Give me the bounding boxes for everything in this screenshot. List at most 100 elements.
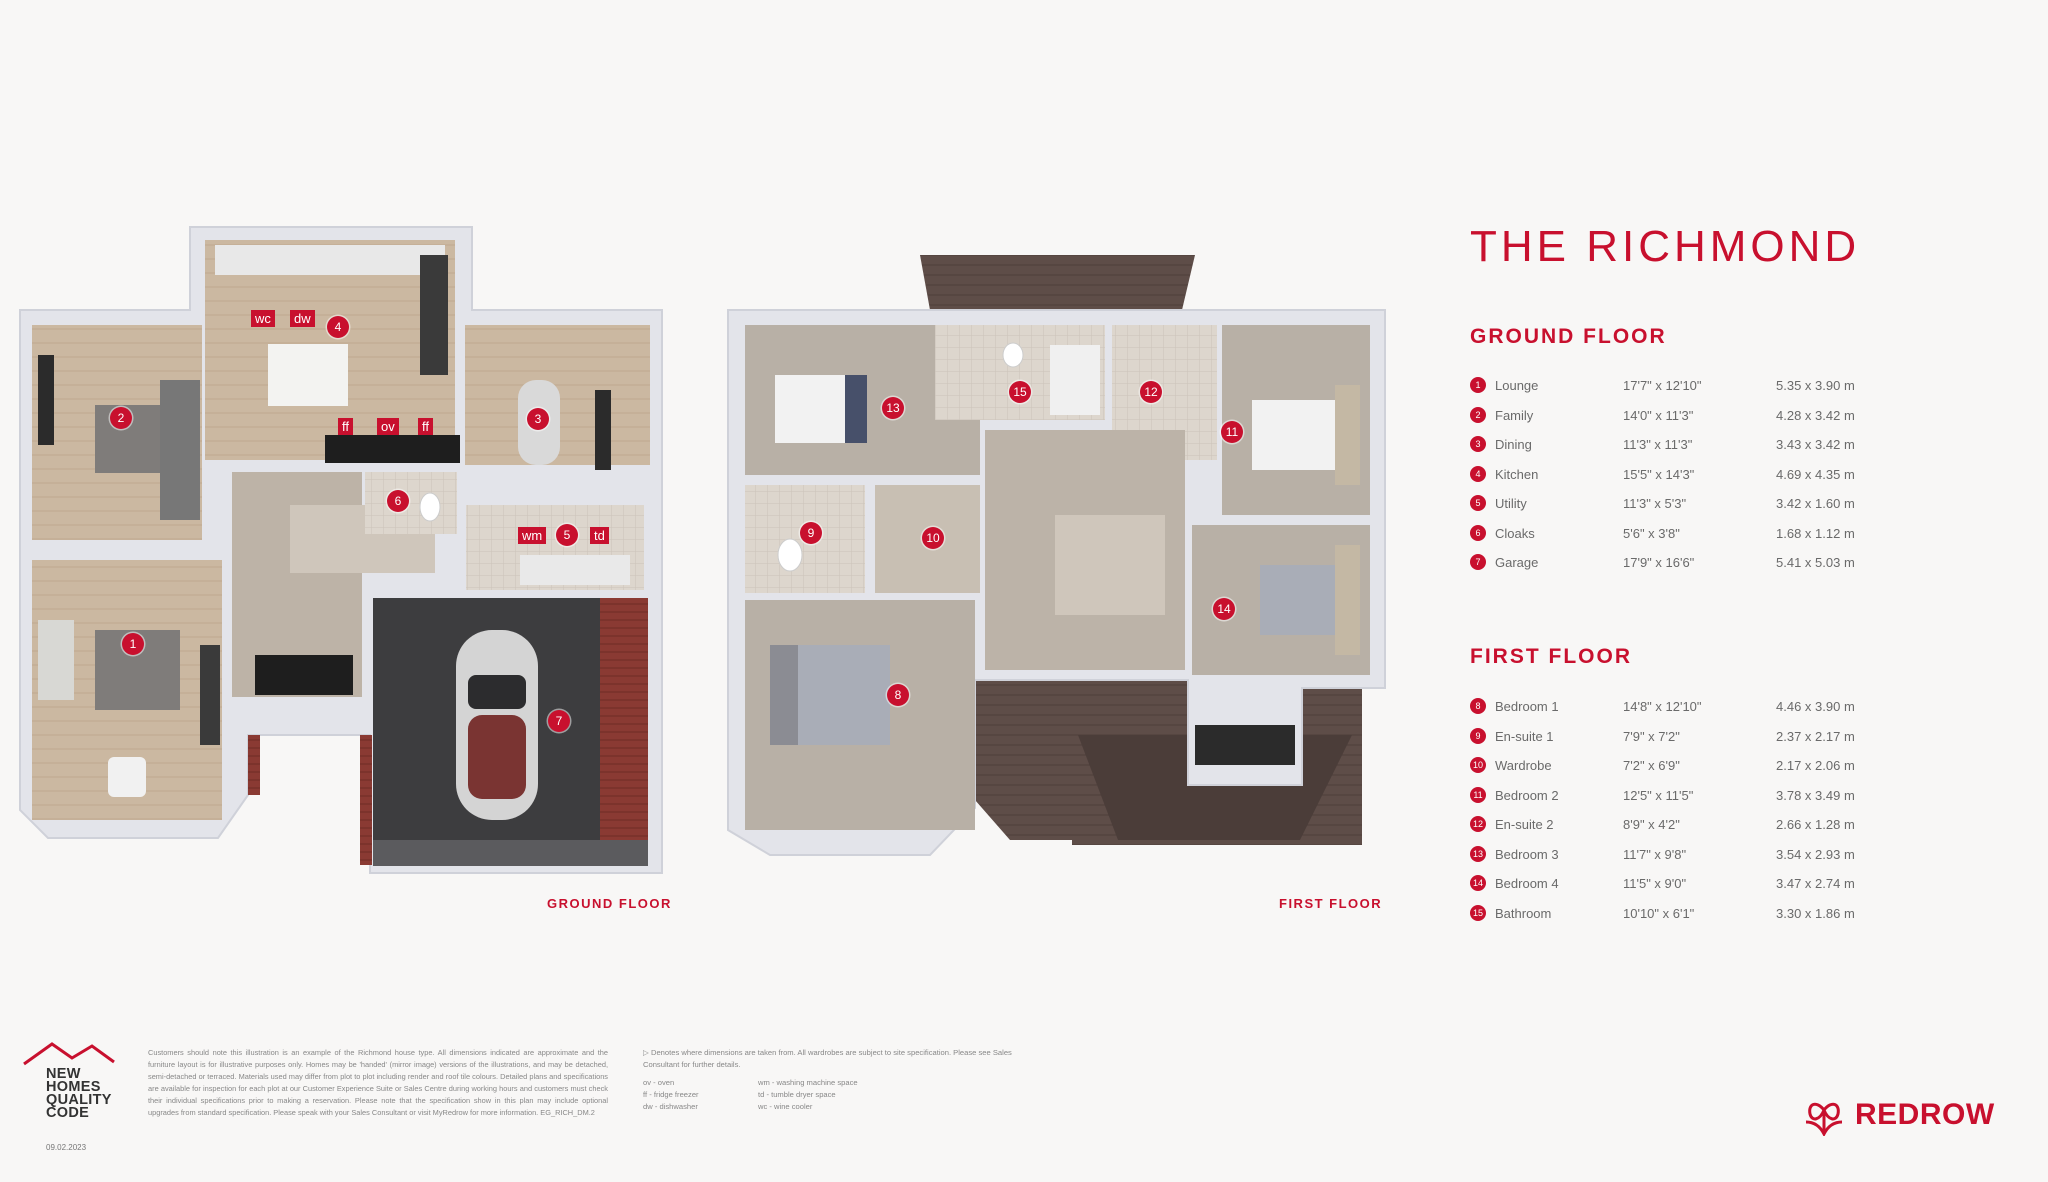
plan-marker-bathroom: 15 [1009, 381, 1031, 403]
room-metric: 3.42 x 1.60 m [1776, 496, 1855, 511]
room-metric: 5.35 x 3.90 m [1776, 378, 1855, 393]
room-name: Cloaks [1495, 525, 1535, 541]
tag-oven: ov [377, 418, 399, 435]
room-name: En-suite 2 [1495, 817, 1554, 832]
nhqc-quality: QUALITY [46, 1092, 112, 1108]
key-wine-cooler: wc - wine cooler [758, 1102, 813, 1111]
room-metric: 2.66 x 1.28 m [1776, 817, 1855, 832]
room-imperial: 11'5" x 9'0" [1623, 876, 1687, 891]
disclaimer-text: Customers should note this illustration … [148, 1048, 608, 1117]
plan-marker-kitchen: 4 [327, 316, 349, 338]
plan-marker-ensuite-2: 12 [1140, 381, 1162, 403]
ground-floor-caption: GROUND FLOOR [547, 896, 672, 911]
room-imperial: 17'7" x 12'10" [1623, 378, 1702, 393]
tag-wine-cooler: wc [251, 310, 275, 327]
ground-floor-plan [19, 226, 663, 874]
nhqc-new: NEW [46, 1066, 81, 1082]
key-tumble-dryer: td - tumble dryer space [758, 1090, 836, 1099]
room-number-badge: 2 [1470, 406, 1486, 423]
room-name: Bedroom 2 [1495, 787, 1559, 803]
room-row: 2 Family 14'0" x 11'3" 4.28 x 3.42 m [1470, 406, 1890, 436]
room-imperial: 14'0" x 11'3" [1623, 407, 1694, 423]
room-name: Garage [1495, 555, 1539, 570]
room-metric: 1.68 x 1.12 m [1776, 525, 1855, 541]
dimension-arrow-icon: ▷ [643, 1048, 649, 1057]
room-metric: 3.78 x 3.49 m [1776, 787, 1855, 803]
tag-washing-machine: wm [518, 527, 547, 544]
issue-date: 09.02.2023 [46, 1143, 87, 1152]
dimension-key-note: ▷ Denotes where dimensions are taken fro… [643, 1047, 1023, 1071]
tag-dishwasher: dw [290, 310, 315, 327]
room-metric: 4.28 x 3.42 m [1776, 407, 1855, 423]
room-row: 11 Bedroom 2 12'5" x 11'5" 3.78 x 3.49 m [1470, 786, 1890, 816]
tag-fridge-freezer-1: ff [338, 418, 353, 435]
plan-marker-family: 2 [110, 407, 132, 429]
room-imperial: 15'5" x 14'3" [1623, 466, 1695, 482]
first-floor-heading: FIRST FLOOR [1470, 645, 1632, 668]
first-floor-plan [727, 255, 1386, 856]
room-metric: 3.43 x 3.42 m [1776, 437, 1855, 452]
key-washing-machine: wm - washing machine space [758, 1078, 858, 1087]
plan-marker-utility: 5 [556, 524, 578, 546]
room-imperial: 7'9" x 7'2" [1623, 728, 1680, 744]
plan-marker-garage: 7 [548, 710, 570, 732]
room-name: Family [1495, 407, 1534, 423]
room-number-badge: 6 [1470, 524, 1486, 541]
room-imperial: 17'9" x 16'6" [1623, 555, 1695, 570]
room-metric: 4.69 x 4.35 m [1776, 466, 1855, 482]
room-row: 10 Wardrobe 7'2" x 6'9" 2.17 x 2.06 m [1470, 756, 1890, 786]
room-name: Dining [1495, 437, 1532, 452]
room-number-badge: 13 [1470, 845, 1486, 862]
room-name: Bedroom 1 [1495, 699, 1559, 714]
room-imperial: 7'2" x 6'9" [1623, 758, 1680, 773]
ground-floor-heading: GROUND FLOOR [1470, 325, 1667, 348]
plan-marker-ensuite-1: 9 [800, 522, 822, 544]
plan-marker-bedroom-4: 14 [1213, 598, 1235, 620]
room-metric: 3.54 x 2.93 m [1776, 846, 1855, 862]
nhqc-code: CODE [46, 1105, 90, 1121]
room-imperial: 11'3" x 5'3" [1623, 496, 1687, 511]
room-metric: 5.41 x 5.03 m [1776, 555, 1855, 570]
plan-marker-lounge: 1 [122, 633, 144, 655]
room-name: Bedroom 3 [1495, 846, 1559, 862]
room-number-badge: 8 [1470, 698, 1486, 714]
nhqc-logo: NEW HOMES QUALITY CODE [22, 1040, 122, 1120]
room-number-badge: 10 [1470, 757, 1486, 773]
room-imperial: 8'9" x 4'2" [1623, 817, 1680, 832]
redrow-wordmark: REDROW [1855, 1098, 1995, 1131]
key-oven: ov - oven [643, 1078, 675, 1087]
key-dishwasher: dw - dishwasher [643, 1102, 698, 1111]
room-metric: 3.47 x 2.74 m [1776, 876, 1855, 891]
plan-marker-cloaks: 6 [387, 490, 409, 512]
room-name: Wardrobe [1495, 758, 1552, 773]
plan-marker-bedroom-1: 8 [887, 684, 909, 706]
tag-fridge-freezer-2: ff [418, 418, 433, 435]
dimension-note-text: Denotes where dimensions are taken from.… [643, 1048, 1012, 1069]
room-number-badge: 3 [1470, 436, 1486, 452]
room-imperial: 5'6" x 3'8" [1623, 525, 1680, 541]
room-metric: 2.17 x 2.06 m [1776, 758, 1855, 773]
room-name: Bedroom 4 [1495, 876, 1559, 891]
room-row: 14 Bedroom 4 11'5" x 9'0" 3.47 x 2.74 m [1470, 874, 1890, 904]
plan-marker-bedroom-2: 11 [1221, 421, 1243, 443]
roof-logo-icon [23, 1042, 115, 1066]
room-name: Bathroom [1495, 905, 1552, 921]
room-imperial: 12'5" x 11'5" [1623, 787, 1694, 803]
room-number-badge: 11 [1470, 786, 1486, 803]
room-number-badge: 9 [1470, 727, 1486, 744]
room-number-badge: 14 [1470, 875, 1486, 891]
room-number-badge: 15 [1470, 904, 1486, 921]
nhqc-homes: HOMES [46, 1079, 101, 1095]
room-imperial: 11'3" x 11'3" [1623, 437, 1693, 452]
room-name: En-suite 1 [1495, 728, 1554, 744]
room-imperial: 10'10" x 6'1" [1623, 905, 1695, 921]
house-title: THE RICHMOND [1470, 222, 1861, 271]
